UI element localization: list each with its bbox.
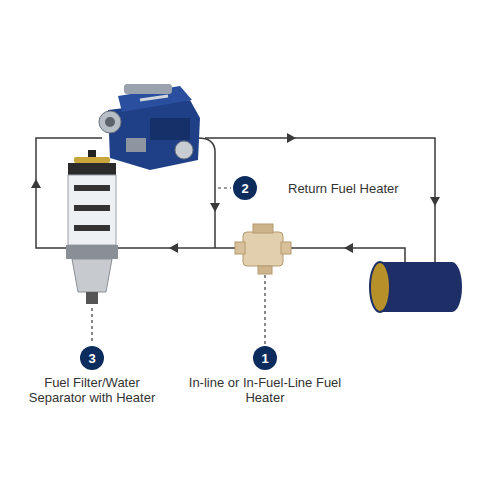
- filter-housing: [68, 175, 116, 245]
- arrow-head: [31, 179, 41, 188]
- arrow-head: [169, 243, 178, 253]
- leader-line: [91, 308, 92, 344]
- fuel-lines: [36, 138, 435, 262]
- engine-side: [150, 118, 190, 140]
- engine-pipe: [140, 96, 168, 100]
- heater-port: [235, 242, 245, 254]
- flow-arrows: [31, 133, 440, 253]
- heater-connector: [253, 224, 273, 233]
- tank-body: [380, 262, 462, 312]
- arrow-head: [210, 203, 220, 212]
- part-label: Return Fuel Heater: [288, 181, 438, 196]
- heater-connector: [258, 266, 272, 274]
- heater-body: [243, 232, 283, 266]
- return-line: [198, 138, 215, 248]
- filter-handle: [88, 150, 96, 158]
- leader-line: [264, 275, 265, 344]
- arrow-head: [344, 243, 353, 253]
- arrow-head: [430, 197, 440, 206]
- heater-port: [281, 242, 291, 254]
- leader-lines: [92, 188, 265, 344]
- filter-bowl: [72, 259, 112, 292]
- turbo-core: [105, 117, 115, 127]
- arrow-head: [287, 133, 296, 143]
- filter-drain: [86, 292, 98, 304]
- filter-lid: [68, 163, 116, 175]
- callout-number: 1: [261, 352, 268, 365]
- filter-mount: [66, 245, 118, 259]
- heater-picture: [235, 224, 291, 274]
- part-label: Fuel Filter/Water Separator with Heater: [22, 375, 162, 405]
- leader-line: [218, 187, 231, 188]
- callout-number: 3: [88, 352, 95, 365]
- tank-return-line: [290, 248, 405, 262]
- part-label: In-line or In-Fuel-Line Fuel Heater: [185, 375, 345, 405]
- engine-picture: [99, 84, 200, 170]
- callout-circle: 1: [253, 346, 277, 370]
- filter-band: [74, 205, 110, 211]
- valve-cover: [124, 84, 172, 94]
- engine-part: [126, 138, 146, 152]
- callout-number: 2: [241, 182, 248, 195]
- tank-end: [370, 262, 390, 312]
- filter-cap: [74, 157, 110, 163]
- supply-line: [205, 138, 435, 262]
- filter-band: [74, 185, 110, 191]
- callout-circle: 3: [80, 346, 104, 370]
- filter-picture: [66, 150, 118, 304]
- tank-picture: [370, 262, 462, 312]
- callout-circle: 2: [233, 176, 257, 200]
- turbo: [99, 111, 121, 133]
- filter-band: [74, 225, 110, 231]
- pulley: [175, 141, 193, 159]
